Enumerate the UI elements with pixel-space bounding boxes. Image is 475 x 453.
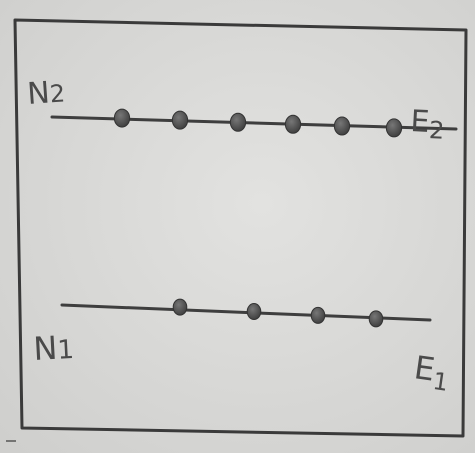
upper-right-label-main: E xyxy=(410,104,431,140)
upper-dot-3 xyxy=(229,112,247,132)
upper-left-label: N2 xyxy=(26,74,66,112)
upper-left-label-sub: 2 xyxy=(49,79,66,108)
outer-border xyxy=(13,18,468,438)
lower-line-dots xyxy=(172,298,384,328)
lower-dot-4 xyxy=(368,310,384,328)
lower-dot-2 xyxy=(246,303,262,321)
lower-dot-1 xyxy=(172,298,188,316)
upper-dot-2 xyxy=(171,110,189,130)
lower-left-label-main: N xyxy=(32,329,58,368)
lower-left-label-sub: 1 xyxy=(57,335,75,366)
lower-dot-3 xyxy=(310,306,326,324)
upper-dot-1 xyxy=(113,108,131,128)
upper-dot-6 xyxy=(385,118,403,138)
lower-left-label: N1 xyxy=(32,328,74,368)
upper-dot-4 xyxy=(284,114,302,134)
lower-right-label: E1 xyxy=(411,348,452,397)
upper-left-label-main: N xyxy=(26,75,51,111)
lower-line xyxy=(60,303,432,322)
upper-dot-5 xyxy=(333,116,351,136)
upper-right-label-sub: 2 xyxy=(428,116,445,145)
upper-line-dots xyxy=(113,108,403,138)
upper-right-label: E2 xyxy=(409,104,445,145)
lower-right-label-sub: 1 xyxy=(431,367,450,397)
